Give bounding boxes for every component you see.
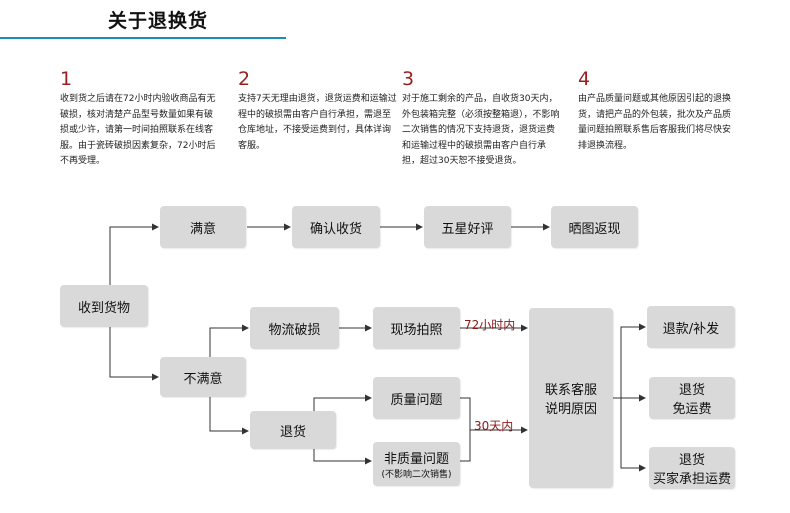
node-label: 联系客服 <box>544 383 597 398</box>
node-note: (不影响二次销售) <box>381 470 452 480</box>
node-label: 退货 <box>678 453 705 468</box>
label-72-hours: 72小时内 <box>464 318 516 332</box>
title-underline <box>0 37 286 39</box>
node-five-star-review: 五星好评 <box>424 206 511 248</box>
step-4: 4 由产品质量问题或其他原因引起的退换货，请把产品的外包装，批次及产品质量问题拍… <box>578 68 738 154</box>
step-text: 收到货之后请在72小时内验收商品有无破损，核对清楚产品型号数量如果有破损或少许，… <box>60 94 216 166</box>
node-refund-resend: 退款/补发 <box>647 306 735 348</box>
step-text: 支持7天无理由退货，退货运费和运输过程中的破损需由客户自行承担，需退至仓库地址，… <box>238 94 397 151</box>
step-3: 3 对于施工剩余的产品，自收货30天内，外包装箱完整（必须按整箱退），不影响二次… <box>402 68 562 170</box>
node-label: 退货 <box>678 383 705 398</box>
node-return-goods: 退货 <box>250 411 336 449</box>
label-30-days: 30天内 <box>474 419 514 433</box>
step-text: 对于施工剩余的产品，自收货30天内，外包装箱完整（必须按整箱退），不影响二次销售… <box>402 94 560 166</box>
step-number: 2 <box>238 68 251 90</box>
node-satisfied: 满意 <box>160 206 246 248</box>
node-confirm-receipt: 确认收货 <box>292 206 380 248</box>
page-title: 关于退换货 <box>108 10 209 32</box>
node-contact-service: 联系客服 说明原因 <box>529 308 613 488</box>
step-1: 1 收到货之后请在72小时内验收商品有无破损，核对清楚产品型号数量如果有破损或少… <box>60 68 220 170</box>
step-number: 1 <box>60 68 73 90</box>
node-receive-goods: 收到货物 <box>60 285 148 327</box>
step-number: 3 <box>402 68 415 90</box>
step-number: 4 <box>578 68 591 90</box>
node-quality-issue: 质量问题 <box>373 377 460 419</box>
node-label: 买家承担运费 <box>652 472 731 487</box>
node-label: 免运费 <box>672 402 712 417</box>
node-label: 说明原因 <box>544 402 597 417</box>
node-photo-cashback: 晒图返现 <box>551 206 638 248</box>
step-2: 2 支持7天无理由退货，退货运费和运输过程中的破损需由客户自行承担，需退至仓库地… <box>238 68 398 154</box>
node-unsatisfied: 不满意 <box>160 357 246 397</box>
node-logistics-damage: 物流破损 <box>250 307 339 349</box>
node-return-buyer-pays: 退货 买家承担运费 <box>649 447 735 489</box>
node-label: 非质量问题 <box>383 452 449 467</box>
node-onsite-photo: 现场拍照 <box>373 307 460 349</box>
node-non-quality-issue: 非质量问题 (不影响二次销售) <box>373 442 460 486</box>
node-return-free-shipping: 退货 免运费 <box>649 377 735 419</box>
step-text: 由产品质量问题或其他原因引起的退换货，请把产品的外包装，批次及产品质量问题拍照联… <box>578 94 732 151</box>
